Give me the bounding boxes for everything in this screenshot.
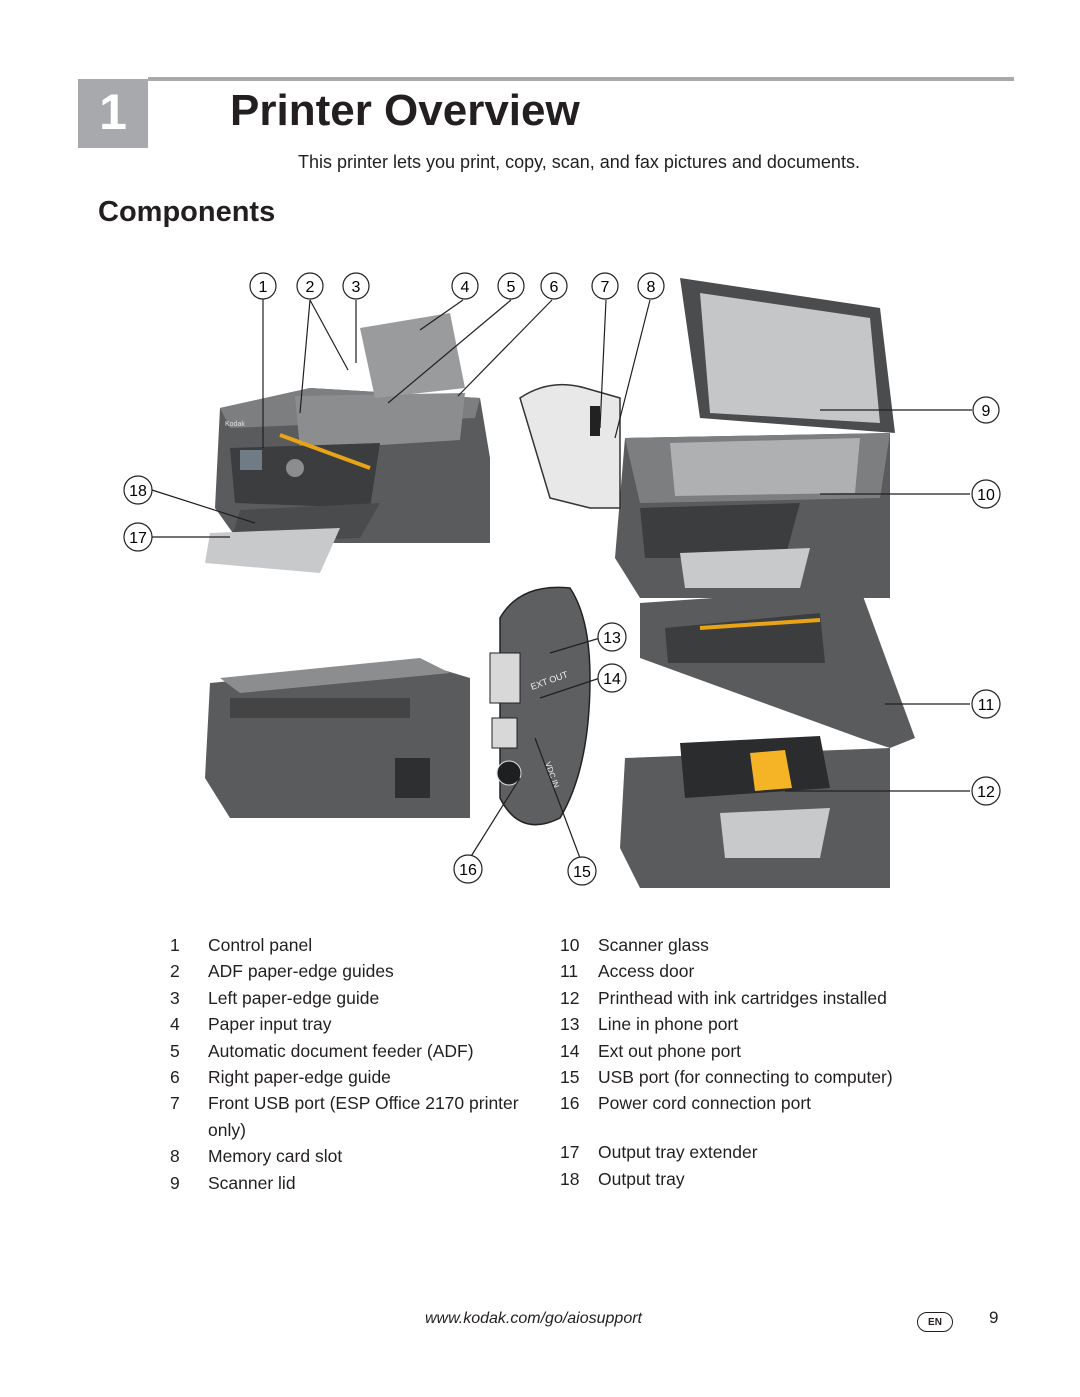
svg-text:18: 18 — [129, 483, 147, 500]
callout-10: 10 — [971, 479, 1001, 509]
callout-1: 1 — [249, 272, 277, 300]
svg-text:11: 11 — [978, 697, 995, 714]
chapter-number-box: 1 — [78, 79, 148, 148]
callout-2: 2 — [296, 272, 324, 300]
callout-15: 15 — [567, 856, 597, 886]
callout-6: 6 — [540, 272, 568, 300]
callout-18: 18 — [123, 475, 153, 505]
callout-3: 3 — [342, 272, 370, 300]
page-title: Printer Overview — [230, 86, 580, 135]
printer-access-door-illustration — [620, 588, 915, 888]
callout-9: 9 — [972, 396, 1000, 424]
language-badge: EN — [917, 1312, 953, 1332]
printer-front-illustration: Kodak — [205, 313, 490, 573]
callout-12: 12 — [971, 776, 1001, 806]
callout-8: 8 — [637, 272, 665, 300]
callouts: 1 2 3 4 5 6 7 8 9 10 11 12 13 14 15 16 1… — [123, 272, 1001, 886]
svg-text:2: 2 — [306, 279, 315, 296]
svg-text:8: 8 — [647, 279, 656, 296]
svg-text:10: 10 — [977, 487, 995, 504]
svg-text:4: 4 — [461, 279, 470, 296]
svg-text:5: 5 — [507, 279, 516, 296]
callout-5: 5 — [497, 272, 525, 300]
svg-text:3: 3 — [352, 279, 361, 296]
callout-13: 13 — [597, 622, 627, 652]
rear-ports-detail: EXT OUT VDC IN — [489, 586, 591, 826]
callout-16: 16 — [453, 854, 483, 884]
svg-text:16: 16 — [459, 862, 477, 879]
components-figure: Kodak EXT OUT VDC IN — [123, 272, 1001, 888]
svg-text:17: 17 — [129, 530, 147, 547]
callout-11: 11 — [971, 689, 1001, 719]
leader-lines — [151, 298, 972, 859]
svg-text:9: 9 — [982, 403, 991, 420]
svg-text:12: 12 — [977, 784, 995, 801]
callout-4: 4 — [451, 272, 479, 300]
callout-17: 17 — [123, 522, 153, 552]
section-title: Components — [98, 196, 276, 228]
svg-text:7: 7 — [601, 279, 610, 296]
page-number: 9 — [989, 1308, 999, 1327]
printer-rear-illustration — [205, 658, 470, 818]
svg-text:13: 13 — [603, 630, 621, 647]
svg-text:15: 15 — [573, 864, 591, 881]
printer-scanner-illustration — [615, 278, 895, 598]
front-ports-detail — [519, 383, 621, 509]
callout-14: 14 — [597, 663, 627, 693]
callout-7: 7 — [591, 272, 619, 300]
svg-text:14: 14 — [603, 671, 621, 688]
printer-brand-label: Kodak — [225, 421, 245, 428]
footer-support-link[interactable]: www.kodak.com/go/aiosupport — [425, 1310, 642, 1327]
svg-text:6: 6 — [550, 279, 559, 296]
intro-text: This printer lets you print, copy, scan,… — [298, 152, 860, 172]
chapter-number: 1 — [99, 84, 127, 140]
svg-text:1: 1 — [259, 279, 268, 296]
header-rule — [148, 77, 1014, 81]
